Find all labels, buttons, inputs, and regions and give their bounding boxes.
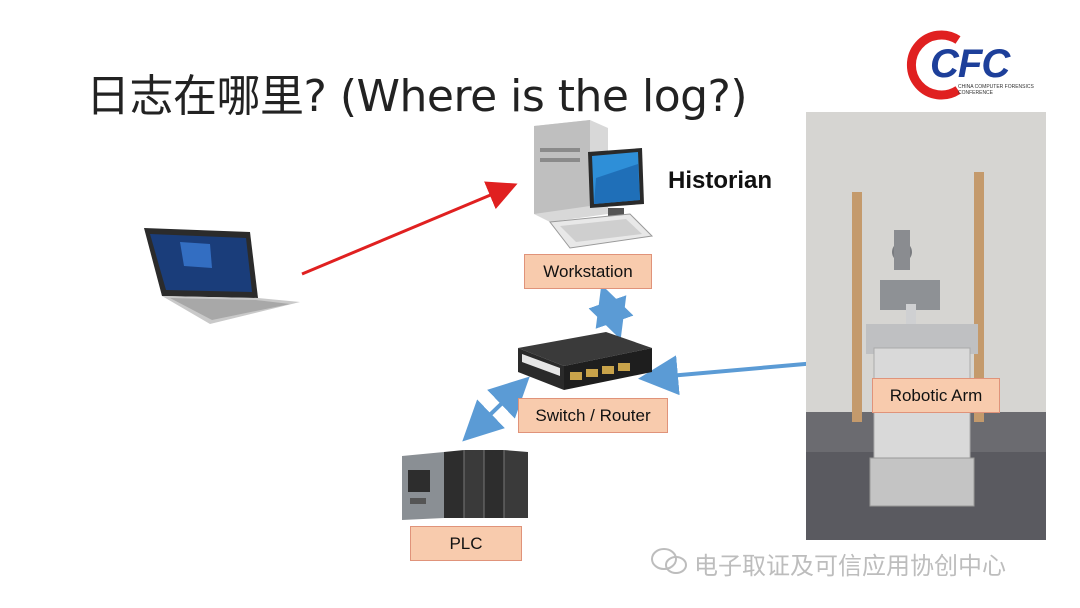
cfc-logo-text: CFC <box>930 42 1010 86</box>
switch-router-label: Switch / Router <box>518 398 668 433</box>
slide-title: 日志在哪里? (Where is the log?) <box>86 71 748 122</box>
historian-label: Historian <box>668 167 773 194</box>
laptop-icon <box>144 228 300 324</box>
cfc-logo-subtitle: China Computer Forensics Conference <box>958 84 1034 96</box>
watermark-text: 电子取证及可信应用协创中心 <box>694 552 1006 580</box>
link-arrow-switch-plc <box>462 376 530 442</box>
attack-arrow-laptop-to-workstation <box>301 181 518 276</box>
desktop-computer-icon <box>534 120 654 249</box>
robotic-arm-label: Robotic Arm <box>872 378 1000 413</box>
workstation-label: Workstation <box>524 254 652 289</box>
robotic-arm-photo <box>806 112 1046 540</box>
network-switch-icon <box>518 332 652 390</box>
cfc-logo-ring-icon <box>906 30 961 100</box>
wechat-icon <box>651 548 687 574</box>
link-arrow-workstation-switch <box>588 284 634 340</box>
plc-label: PLC <box>410 526 522 561</box>
plc-module-icon <box>402 450 528 520</box>
